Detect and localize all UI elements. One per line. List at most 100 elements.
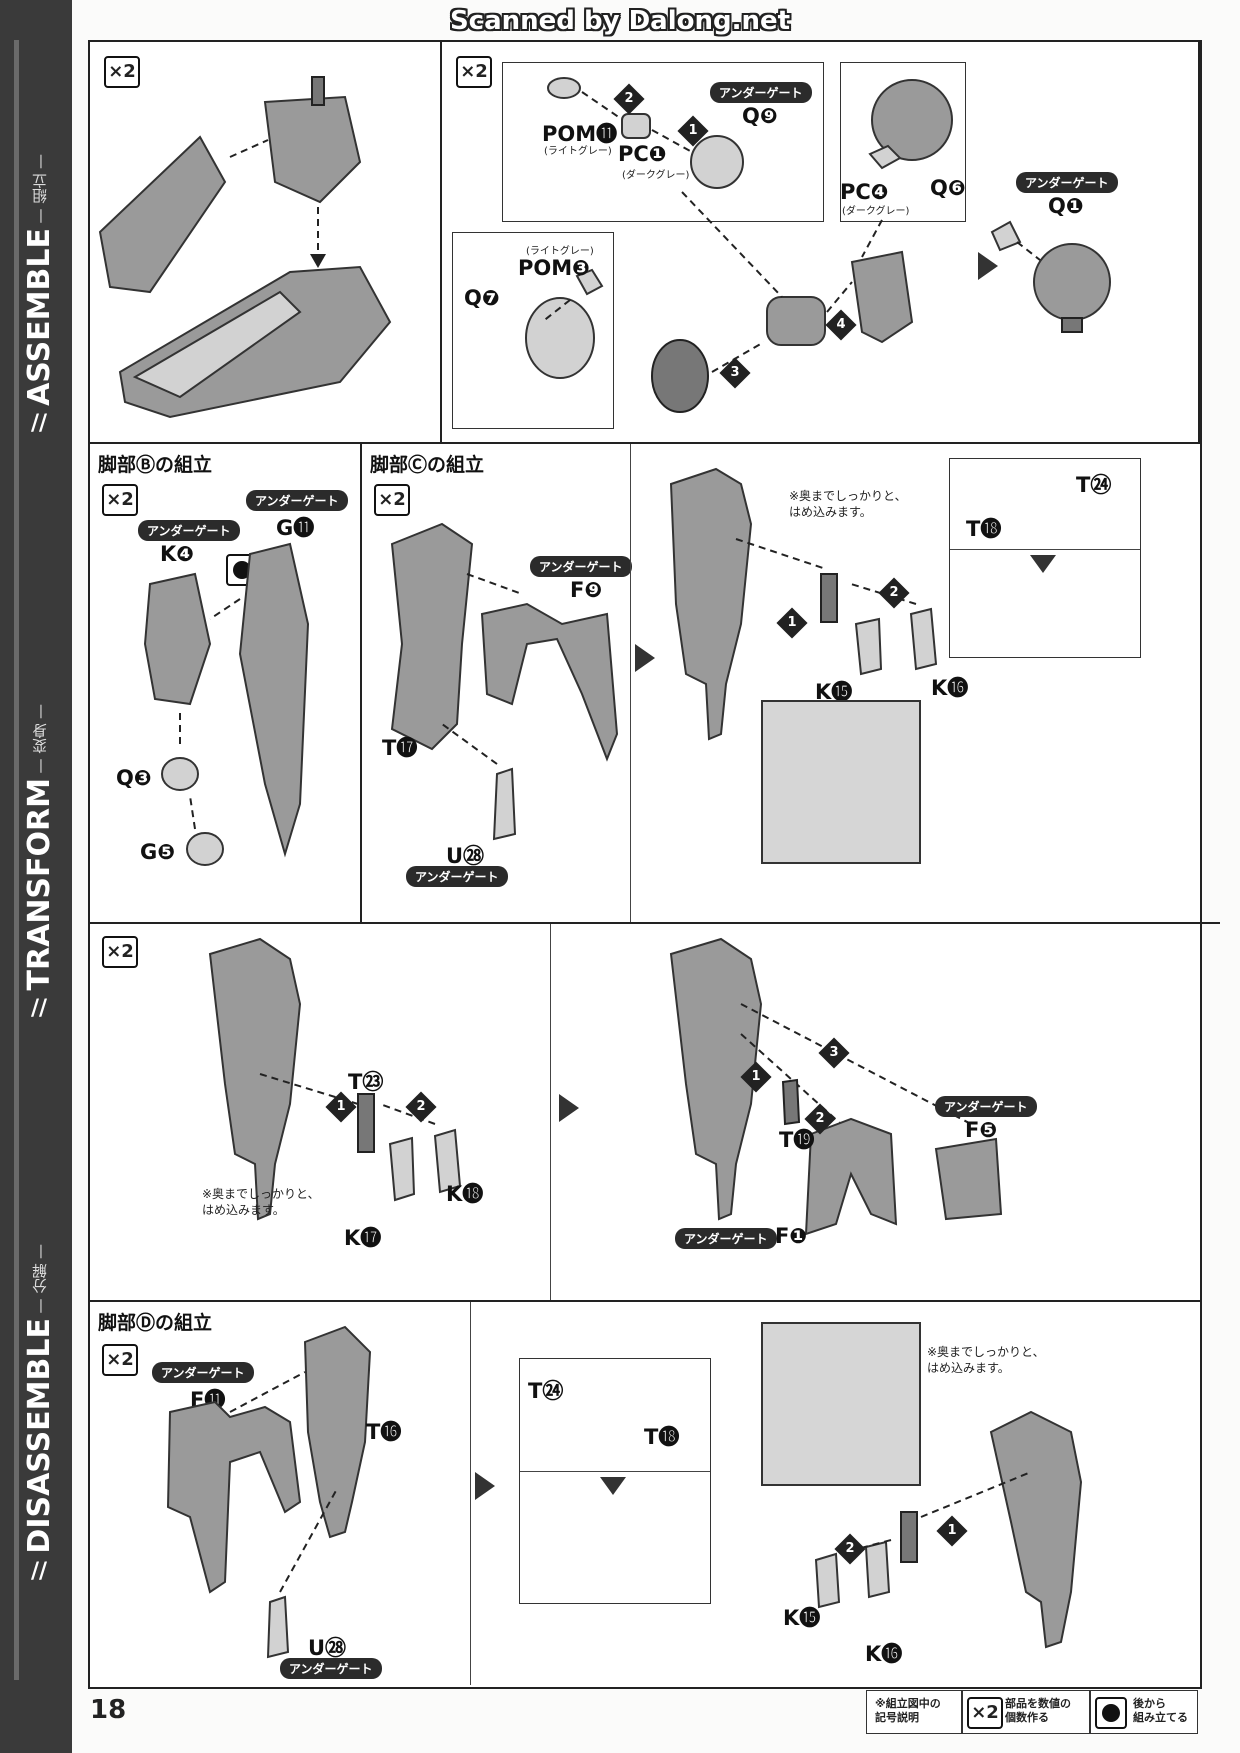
legend-x2-box: ×2 部品を数値の個数作る [962, 1690, 1090, 1734]
step-1-icon: 1 [936, 1515, 968, 1547]
color-dark-gray: (ダークグレー) [622, 170, 690, 181]
foot-diagram [98, 76, 392, 419]
x2-badge: ×2 [102, 936, 138, 968]
part-code-k17: K⓱ [344, 1226, 382, 1250]
legend-later-desc: 後から組み立てる [1133, 1697, 1188, 1724]
disassemble-sub-label: — 分解 — [30, 1244, 49, 1314]
under-gate-badge: アンダーゲート [406, 866, 508, 887]
under-gate-badge: アンダーゲート [530, 556, 632, 577]
step-2-icon: 2 [613, 83, 645, 115]
next-step-arrow-icon [978, 252, 998, 280]
part-code-k16: K⓰ [865, 1642, 903, 1666]
slash-icon: // [30, 411, 48, 437]
leg-d-diagram [166, 1325, 372, 1659]
slash-icon: // [30, 996, 48, 1021]
part-code-q3: Q❸ [116, 766, 152, 790]
under-gate-badge: アンダーゲート [246, 490, 348, 511]
step-1-icon: 1 [325, 1091, 357, 1123]
step-3-icon: 3 [719, 357, 751, 389]
panel-leg-b: 脚部Ⓑの組立 ×2 アンダーゲート G⓫ アンダーゲート K❹ Q❸ G❺ [90, 444, 362, 924]
sidebar-section-transform: — 変身 — TRANSFORM // [14, 700, 64, 1021]
under-gate-badge: アンダーゲート [152, 1362, 254, 1383]
step-4-icon: 4 [825, 309, 857, 341]
panel-foot-assembly: ×2 [90, 42, 442, 444]
detail-photo [761, 700, 921, 864]
next-step-arrow-icon [475, 1472, 495, 1500]
part-code-k16: K⓰ [931, 676, 969, 700]
page-number: 18 [90, 1695, 127, 1725]
push-in-note: ※奥までしっかりと、はめ込みます。 [202, 1187, 320, 1217]
color-dark-gray: (ダークグレー) [842, 206, 910, 217]
part-code-t18: T⓲ [644, 1425, 680, 1449]
part-code-t23: T㉓ [348, 1070, 384, 1094]
legend-x2-desc: 部品を数値の個数作る [1005, 1697, 1071, 1724]
part-code-u28: U㉘ [446, 844, 485, 868]
x2-badge: ×2 [967, 1697, 1003, 1729]
panel-leg-c: 脚部Ⓒの組立 ×2 アンダーゲート F❾ T⓱ U㉘ アンダーゲート ※奥までし… [362, 444, 1220, 924]
subpanel-leg-d-step2: T㉔ T⓲ ※奥までしっかりと、はめ込みます。 1 2 K⓯ K⓰ [470, 1302, 1200, 1685]
section-title-leg-c: 脚部Ⓒの組立 [370, 454, 485, 476]
part-code-k18: K⓲ [446, 1182, 484, 1206]
step-1-icon: 1 [677, 115, 709, 147]
assemble-sub-label: — 組立 — [30, 154, 49, 224]
part-code-pc4: PC❹ [840, 180, 889, 204]
part-code-g5: G❺ [140, 840, 176, 864]
down-arrow-icon [1030, 555, 1056, 573]
leg-c-step2-diagram [669, 467, 938, 741]
under-gate-badge: アンダーゲート [675, 1228, 777, 1249]
part-code-q6: Q❻ [930, 176, 966, 200]
part-code-pom11: POM⓫ [542, 122, 618, 146]
step-1-icon: 1 [740, 1061, 772, 1093]
panel-leg-d: 脚部Ⓓの組立 ×2 アンダーゲート F⓫ T⓰ U㉘ アンダーゲート T㉔ T⓲… [90, 1302, 1200, 1685]
scanner-watermark: Scanned by Dalong.net [449, 6, 791, 36]
next-step-arrow-icon [635, 644, 655, 672]
legend-title-box: ※組立図中の記号説明 [866, 1690, 962, 1734]
section-title-leg-d: 脚部Ⓓの組立 [98, 1312, 213, 1334]
next-step-arrow-icon [559, 1094, 579, 1122]
step-1-icon: 1 [776, 607, 808, 639]
sidebar-stripe [14, 40, 19, 1680]
inset-t24-t18: T㉔ T⓲ [519, 1358, 711, 1604]
instruction-frame: ×2 ×2 [88, 40, 1220, 1689]
legend-later-box: 後から組み立てる [1090, 1690, 1198, 1734]
panel-joint-assembly: ×2 POM⓫ (ライトグレー) [442, 42, 1200, 444]
part-code-q1: Q❶ [1048, 194, 1084, 218]
legend-title: ※組立図中の記号説明 [875, 1697, 941, 1724]
subpanel-leg-c-step2: ※奥までしっかりと、はめ込みます。 1 2 K⓯ K⓰ T㉔ T⓲ [630, 444, 1208, 922]
part-code-t16: T⓰ [366, 1420, 402, 1444]
transform-sub-label: — 変身 — [30, 704, 49, 774]
push-in-note: ※奥までしっかりと、はめ込みます。 [927, 1345, 1045, 1375]
leg-b-diagram [143, 542, 310, 866]
part-code-f9: F❾ [570, 578, 603, 602]
inset-divider [950, 549, 1140, 550]
part-code-u28: U㉘ [308, 1636, 347, 1660]
transform-label: TRANSFORM [21, 777, 57, 990]
joint-diagram [525, 77, 1111, 413]
assemble-label: ASSEMBLE [21, 227, 57, 406]
x2-badge: ×2 [456, 56, 492, 88]
under-gate-badge: アンダーゲート [935, 1096, 1037, 1117]
part-code-t24: T㉔ [528, 1379, 564, 1403]
part-code-f5: F❺ [965, 1118, 998, 1142]
part-code-f1: F❶ [775, 1224, 808, 1248]
color-light-gray: (ライトグレー) [526, 246, 594, 257]
step-3-icon: 3 [818, 1037, 850, 1069]
sidebar-section-assemble: — 組立 — ASSEMBLE // [14, 150, 64, 436]
sidebar-section-disassemble: — 分解 — DISASSEMBLE // [14, 1240, 64, 1584]
under-gate-badge: アンダーゲート [710, 82, 812, 103]
subpanel-transform-step2: 1 2 3 T⓳ アンダーゲート F❺ アンダーゲート F❶ [550, 924, 1200, 1300]
color-light-gray: (ライトグレー) [544, 146, 612, 157]
part-code-t24: T㉔ [1076, 473, 1112, 497]
step-2-icon: 2 [878, 577, 910, 609]
under-gate-badge: アンダーゲート [1016, 172, 1118, 193]
step-2-icon: 2 [834, 1533, 866, 1565]
inset-t18-t24: T㉔ T⓲ [949, 458, 1141, 658]
leg-c-diagram [390, 522, 619, 841]
part-code-pc1: PC❶ [618, 142, 667, 166]
slash-icon: // [30, 1559, 48, 1585]
part-code-g11: G⓫ [276, 516, 315, 540]
part-code-pom3: POM❸ [518, 256, 590, 280]
leg-c-step4-diagram [669, 937, 1003, 1236]
sidebar: — 組立 — ASSEMBLE // — 変身 — TRANSFORM // —… [0, 0, 72, 1753]
disassemble-label: DISASSEMBLE [21, 1317, 57, 1554]
